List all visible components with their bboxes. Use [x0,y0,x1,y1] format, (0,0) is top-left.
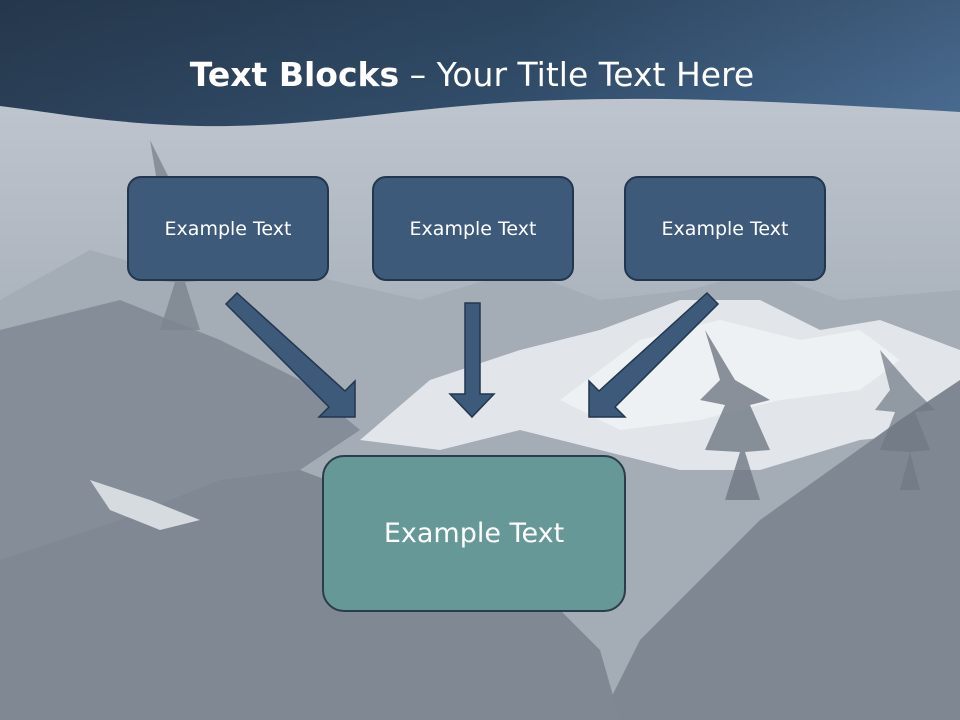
text-block-3: Example Text [624,176,826,281]
arrow-down-left-icon [588,291,720,418]
text-block-2: Example Text [372,176,574,281]
arrow-down-icon [448,302,496,419]
text-block-1-label: Example Text [164,217,292,240]
text-block-2-label: Example Text [409,217,537,240]
text-block-1: Example Text [127,176,329,281]
slide-title: Text Blocks – Your Title Text Here [0,52,944,98]
arrow-down-right-icon [224,291,356,418]
title-bold: Text Blocks [189,55,400,94]
target-text-block-label: Example Text [383,518,565,549]
text-block-3-label: Example Text [661,217,789,240]
target-text-block: Example Text [322,455,626,612]
title-rest: – Your Title Text Here [399,55,755,94]
